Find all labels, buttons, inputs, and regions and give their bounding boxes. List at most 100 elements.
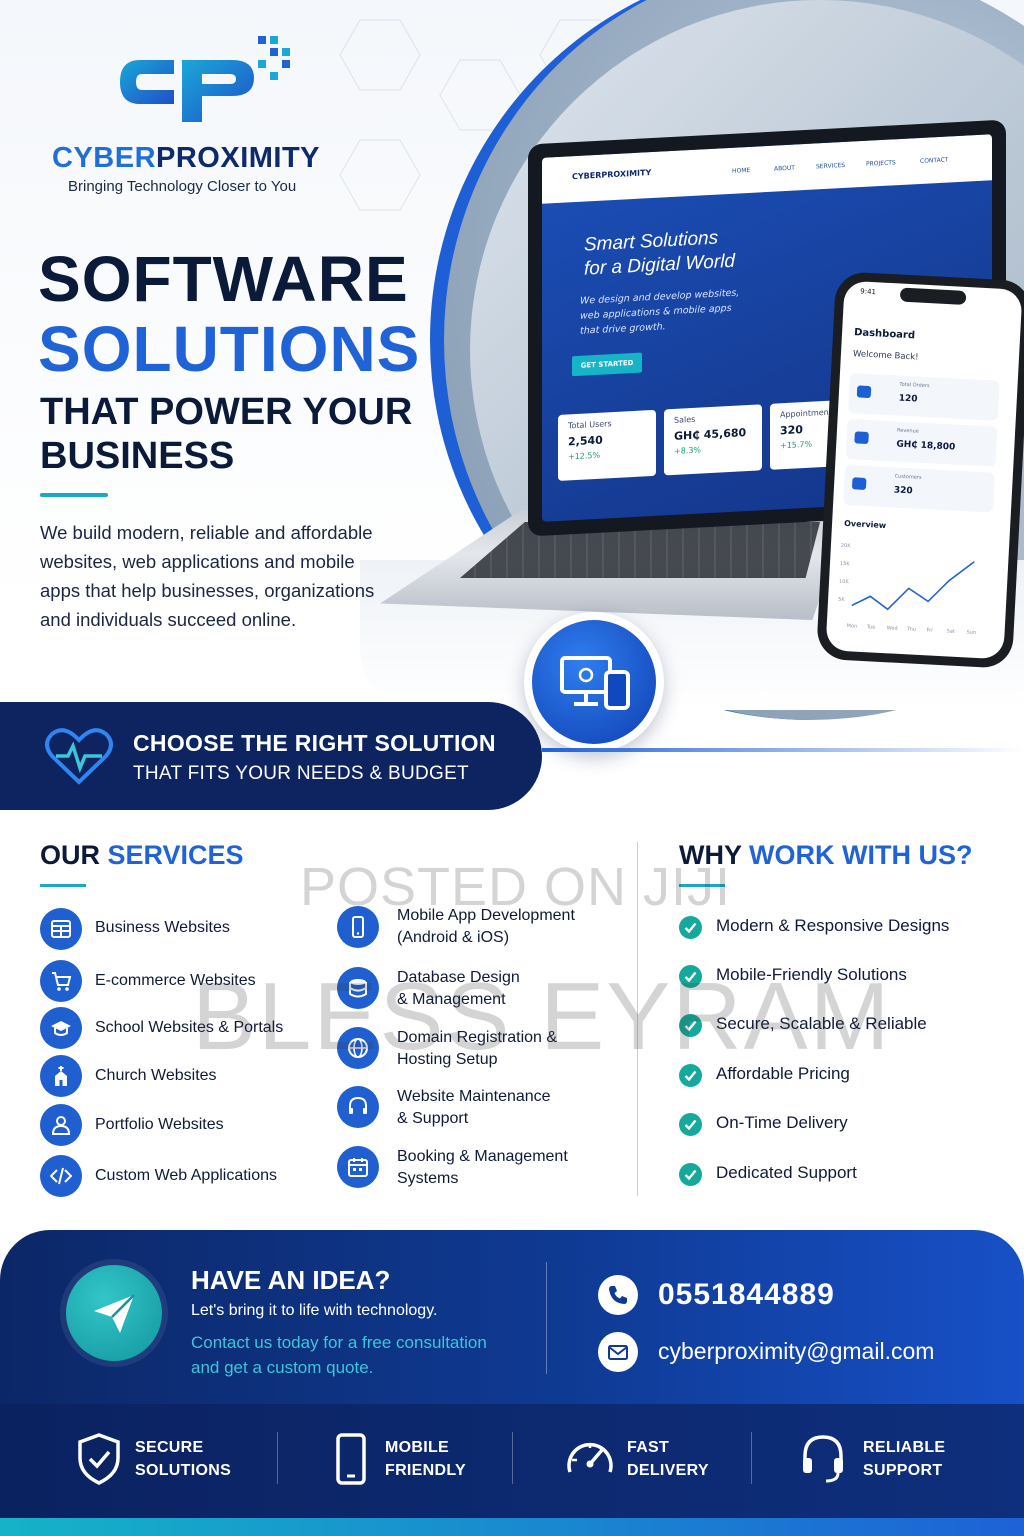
email-badge <box>598 1332 638 1372</box>
service-icon-portfolio <box>40 1104 82 1146</box>
feature-secure-line1: SECURE <box>135 1439 204 1456</box>
site-menu-contact[interactable]: CONTACT <box>920 156 949 165</box>
watermark-name: BLESS EYRAM <box>192 963 892 1070</box>
phone-overview-chart: 20K 15K 10K 5K Mon Tue Wed Thu Fri Sat S… <box>838 543 976 636</box>
services-title: OUR SERVICES <box>40 840 244 871</box>
service-custom-web-apps: Custom Web Applications <box>95 1167 278 1184</box>
service-domain-line2: Hosting Setup <box>397 1051 498 1068</box>
site-menu-home[interactable]: HOME <box>732 166 751 175</box>
contact-email[interactable]: cyberproximity@gmail.com <box>658 1338 935 1364</box>
check-icon <box>679 1163 702 1186</box>
smartphone: 9:41 Dashboard Welcome Back! Total Order… <box>815 271 1024 669</box>
cp-logo-icon <box>120 36 290 122</box>
phone-stat-value: 320 <box>893 485 913 497</box>
paper-plane-icon <box>94 1294 135 1333</box>
feature-mobile: MOBILE FRIENDLY <box>385 1436 466 1482</box>
site-headline: Smart Solutions for a Digital World <box>584 226 735 282</box>
phone-overview-title: Overview <box>843 518 887 531</box>
service-icon-church <box>40 1055 82 1097</box>
site-card-users: Total Users 2,540 +12.5% <box>558 409 656 481</box>
x-tick: Mon <box>847 623 858 630</box>
database-icon <box>349 979 367 998</box>
features-bottom-strip <box>0 1518 1024 1536</box>
feature-fast-line2: DELIVERY <box>627 1462 709 1479</box>
feature-mobile-line1: MOBILE <box>385 1439 450 1456</box>
y-tick: 5K <box>838 597 845 603</box>
phone-badge <box>598 1275 638 1315</box>
smartphone-icon <box>336 1433 366 1485</box>
phone-stat-customers: Customers 320 <box>843 464 995 513</box>
checkmark-icon <box>684 1070 697 1082</box>
contact-phone[interactable]: 0551844889 <box>658 1278 835 1311</box>
why-item: Mobile-Friendly Solutions <box>716 965 907 984</box>
why-item: Modern & Responsive Designs <box>716 916 950 935</box>
contact-divider <box>546 1262 547 1374</box>
service-icon-database <box>337 967 379 1009</box>
service-mobile-line1: Mobile App Development <box>397 907 575 924</box>
orders-icon <box>856 385 872 399</box>
check-icon <box>679 916 702 939</box>
checkmark-icon <box>684 1020 697 1032</box>
y-tick: 15K <box>840 561 851 568</box>
mobile-icon <box>352 916 364 938</box>
headline-underline <box>40 493 108 497</box>
idea-cta: Contact us today for a free consultation… <box>191 1330 487 1380</box>
user-icon <box>51 1116 71 1135</box>
site-menu-services[interactable]: SERVICES <box>816 161 846 171</box>
service-mobile-app-dev: Mobile App Development (Android & iOS) <box>397 905 575 949</box>
x-tick: Wed <box>887 625 898 632</box>
headline-power-line2: BUSINESS <box>40 435 235 477</box>
site-card-title: Total Users <box>568 419 612 431</box>
services-title-part2: SERVICES <box>107 840 244 870</box>
site-get-started-button[interactable]: GET STARTED <box>572 352 642 377</box>
service-domain-line1: Domain Registration & <box>397 1029 558 1046</box>
check-icon <box>679 965 702 988</box>
phone-stat-label: Revenue <box>896 427 919 435</box>
phone-dashboard-title: Dashboard <box>853 327 916 342</box>
customers-icon <box>851 477 867 490</box>
phone-icon <box>609 1286 627 1304</box>
feature-secure: SECURE SOLUTIONS <box>135 1436 231 1482</box>
site-card-value: 2,540 <box>568 433 603 449</box>
features-bar <box>0 1404 1024 1536</box>
service-booking-line2: Systems <box>397 1170 459 1187</box>
service-website-maintenance: Website Maintenance & Support <box>397 1086 551 1130</box>
calendar-icon <box>348 1158 368 1177</box>
site-logo: CYBERPROXIMITY <box>572 168 652 182</box>
feature-divider <box>751 1432 752 1484</box>
site-body-text: We design and develop websites, web appl… <box>580 287 740 337</box>
why-underline <box>679 884 725 887</box>
service-icon-business <box>40 908 82 950</box>
site-menu-projects[interactable]: PROJECTS <box>866 159 896 168</box>
why-title-part1: WHY <box>679 840 750 870</box>
service-booking-line1: Booking & Management <box>397 1148 568 1165</box>
feature-reliable-line2: SUPPORT <box>863 1462 943 1479</box>
site-navbar: CYBERPROXIMITY HOME ABOUT SERVICES PROJE… <box>542 134 992 204</box>
overview-line <box>851 561 975 611</box>
site-menu-about[interactable]: ABOUT <box>774 164 795 173</box>
services-title-part1: OUR <box>40 840 108 870</box>
why-item: Secure, Scalable & Reliable <box>716 1014 927 1033</box>
why-item: On-Time Delivery <box>716 1113 848 1132</box>
service-booking-systems: Booking & Management Systems <box>397 1146 568 1190</box>
checkmark-icon <box>684 1119 697 1131</box>
phone-stat-value: GH₵ 18,800 <box>896 439 956 453</box>
phone-stat-value: 120 <box>898 393 918 405</box>
feature-fast-line1: FAST <box>627 1439 670 1456</box>
y-tick: 20K <box>841 543 852 550</box>
grid-icon <box>51 920 71 938</box>
phone-stat-label: Total Orders <box>899 381 930 390</box>
heart-pulse-icon <box>45 728 113 785</box>
phone-stat-orders: Total Orders 120 <box>847 372 1000 421</box>
feature-fast: FAST DELIVERY <box>627 1436 709 1482</box>
headline-software: SOFTWARE <box>38 243 409 315</box>
headline-power-line1: THAT POWER YOUR <box>40 391 413 433</box>
x-tick: Thu <box>905 626 916 633</box>
service-database-design: Database Design & Management <box>397 967 520 1011</box>
headline-power: THAT POWER YOUR BUSINESS <box>40 390 412 478</box>
checkmark-icon <box>684 971 697 983</box>
cart-icon <box>52 972 72 991</box>
service-mobile-line2: (Android & iOS) <box>397 929 510 946</box>
headset-icon <box>349 1096 367 1114</box>
envelope-icon <box>608 1345 628 1360</box>
